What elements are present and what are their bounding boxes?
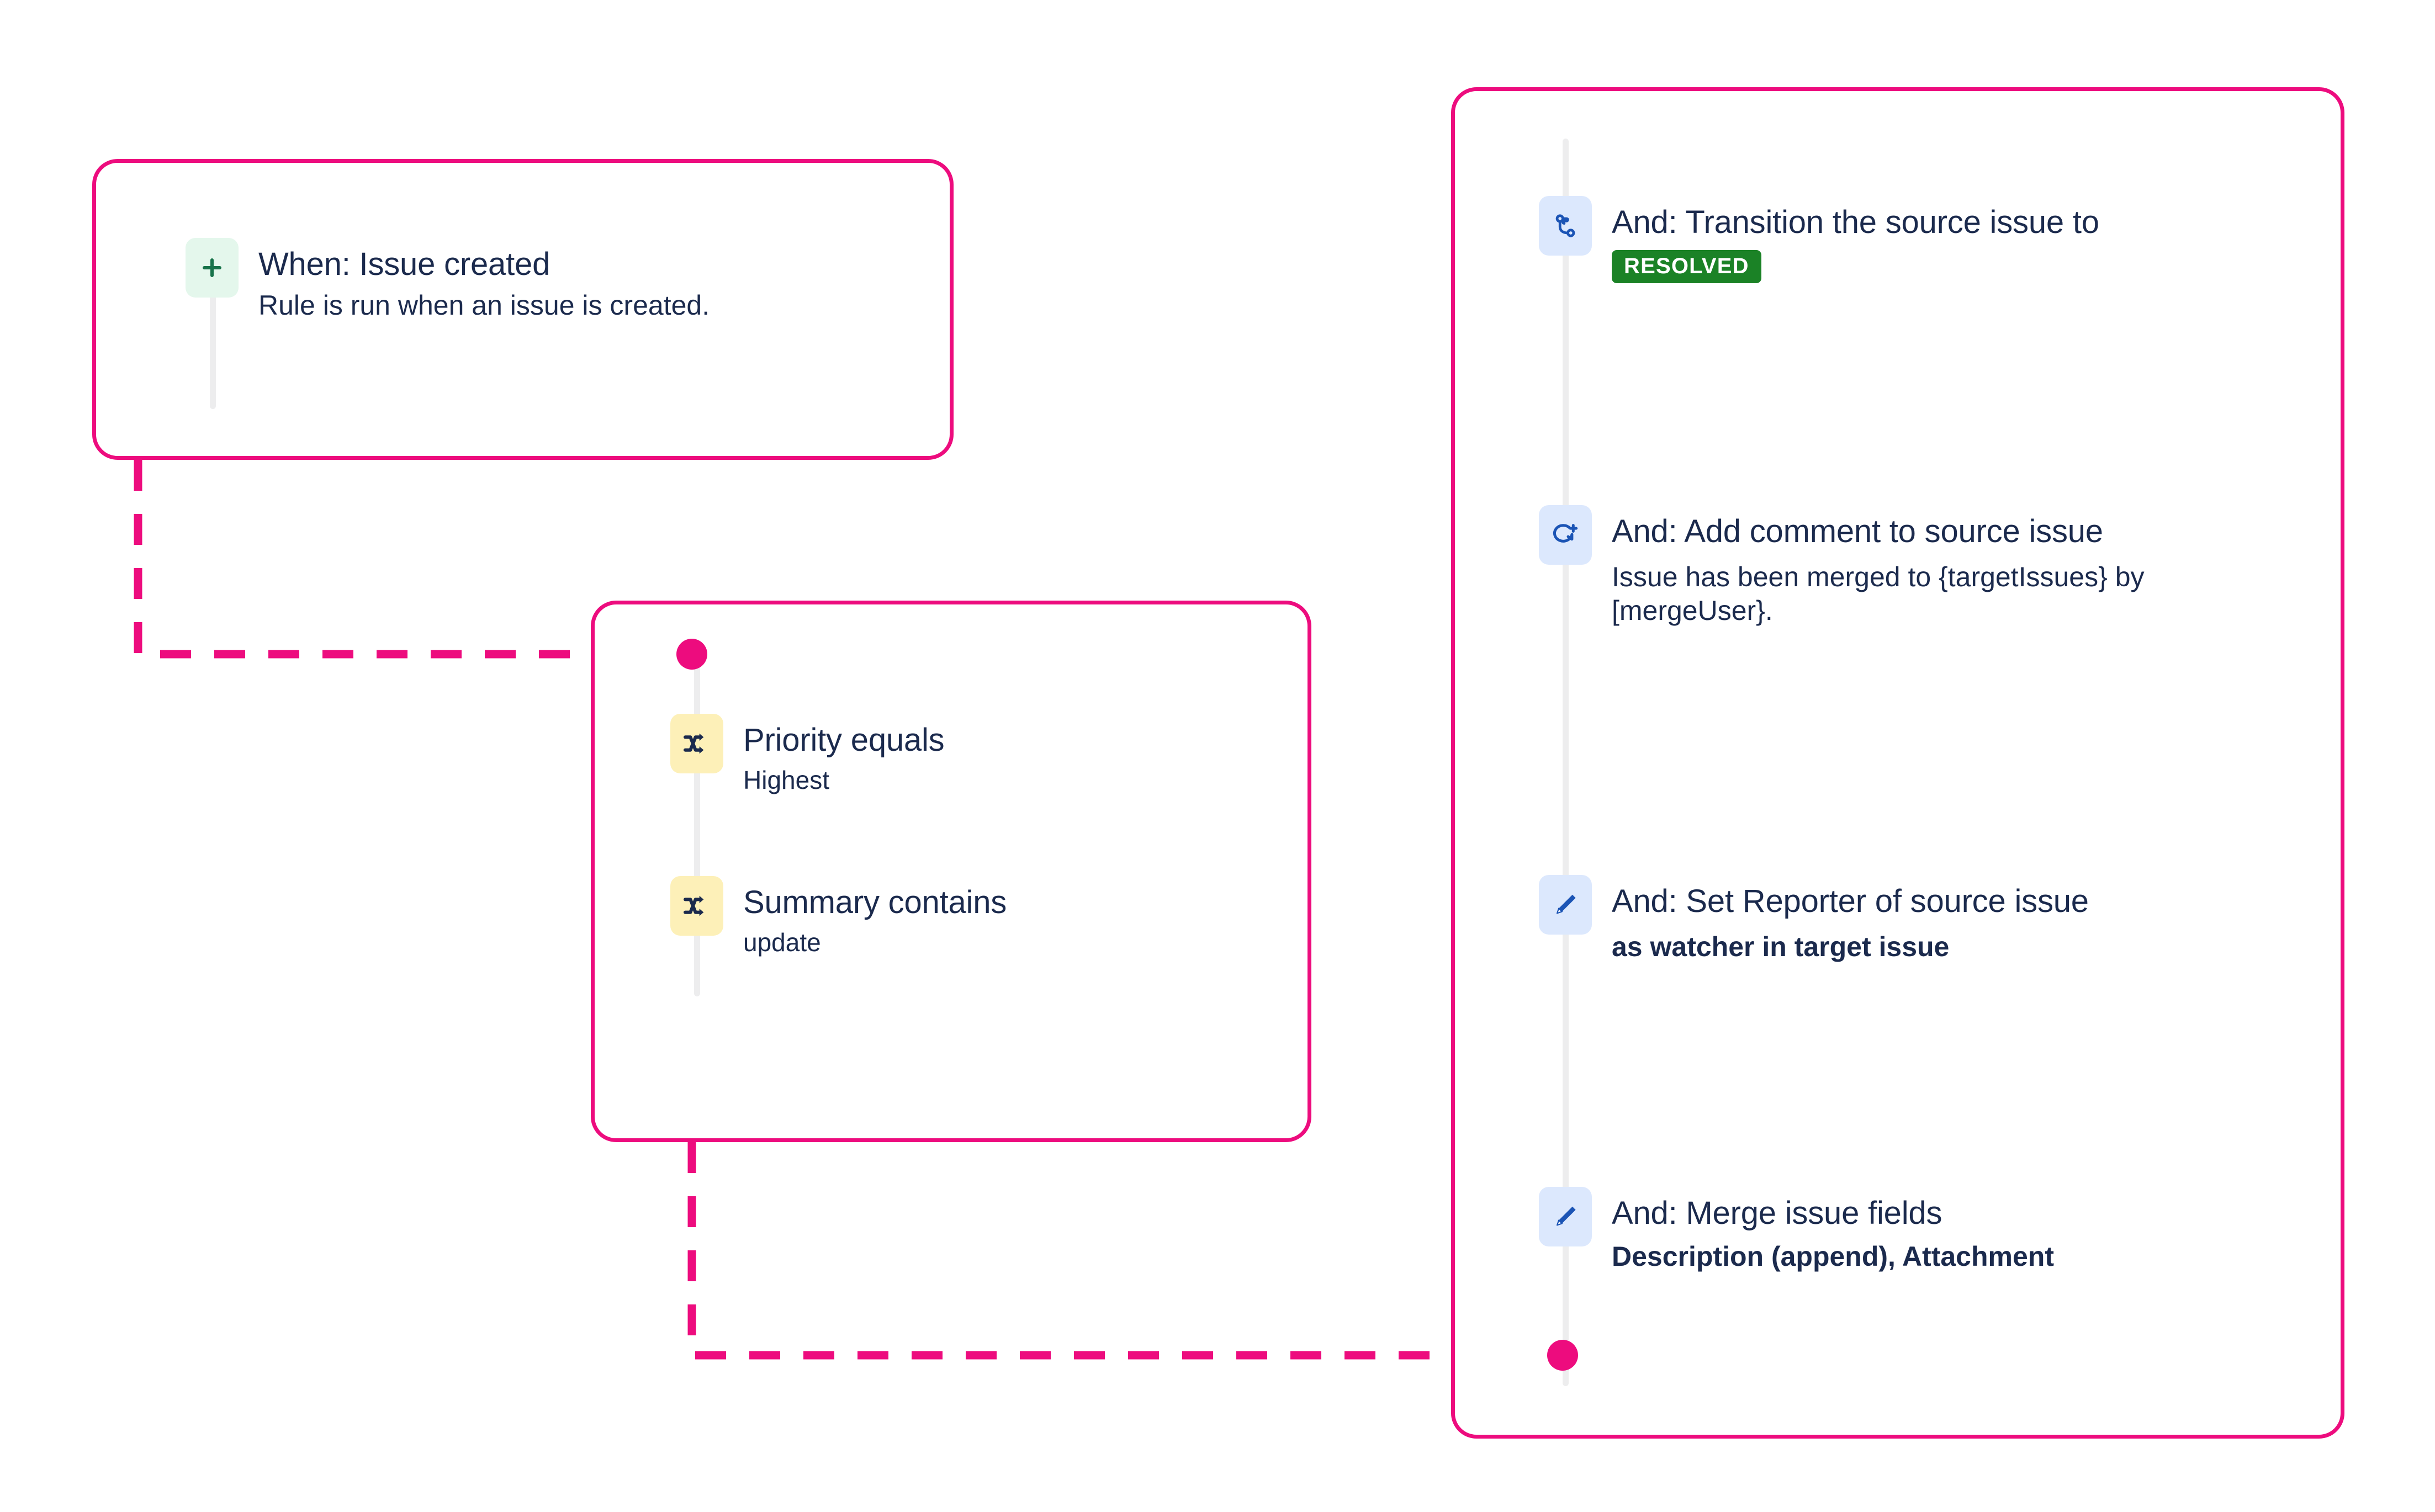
transition-branch-icon — [1539, 196, 1592, 256]
condition-value-1: Highest — [743, 766, 829, 795]
conditions-card[interactable]: Priority equals Highest Summary contains… — [591, 601, 1311, 1142]
action-text-2: And: Add comment to source issue Issue h… — [1612, 505, 2197, 628]
shuffle-icon — [670, 714, 723, 773]
action-title-2: And: Add comment to source issue — [1612, 513, 2103, 549]
status-badge: RESOLVED — [1612, 250, 1761, 284]
conditions-rail — [694, 665, 700, 996]
condition-value-2: update — [743, 928, 821, 957]
action-detail-2: Issue has been merged to {targetIssues} … — [1612, 561, 2145, 627]
action-step-1[interactable]: And: Transition the source issue to RESO… — [1539, 196, 2099, 284]
trigger-step[interactable]: When: Issue created Rule is run when an … — [186, 238, 710, 322]
condition-step-2[interactable]: Summary contains update — [670, 876, 1007, 958]
connector-conditions-to-actions — [687, 1142, 1563, 1360]
action-detail-4: Description (append), Attachment — [1612, 1241, 2054, 1272]
condition-title-1: Priority equals — [743, 722, 945, 758]
action-text-4: And: Merge issue fields Description (app… — [1612, 1187, 2054, 1274]
trigger-card[interactable]: When: Issue created Rule is run when an … — [92, 159, 954, 460]
plus-icon — [186, 238, 239, 298]
action-text-1: And: Transition the source issue to RESO… — [1612, 196, 2099, 284]
action-step-2[interactable]: And: Add comment to source issue Issue h… — [1539, 505, 2197, 628]
trigger-rail — [210, 278, 216, 409]
actions-rail — [1563, 139, 1569, 1386]
action-title-1: And: Transition the source issue to — [1612, 204, 2099, 240]
actions-connector-dot — [1547, 1340, 1578, 1371]
conditions-connector-dot — [676, 639, 707, 670]
action-title-4: And: Merge issue fields — [1612, 1195, 1942, 1231]
condition-step-1[interactable]: Priority equals Highest — [670, 714, 945, 796]
condition-title-2: Summary contains — [743, 884, 1007, 920]
edit-pencil-icon — [1539, 1187, 1592, 1246]
trigger-title: When: Issue created — [258, 246, 550, 282]
actions-card[interactable]: And: Transition the source issue to RESO… — [1451, 87, 2344, 1439]
edit-pencil-icon — [1539, 875, 1592, 935]
action-title-3: And: Set Reporter of source issue — [1612, 883, 2089, 919]
trigger-description: Rule is run when an issue is created. — [258, 290, 710, 321]
trigger-text: When: Issue created Rule is run when an … — [258, 238, 710, 322]
condition-text-2: Summary contains update — [743, 876, 1007, 958]
action-text-3: And: Set Reporter of source issue as wat… — [1612, 875, 2089, 964]
condition-text-1: Priority equals Highest — [743, 714, 945, 796]
action-step-4[interactable]: And: Merge issue fields Description (app… — [1539, 1187, 2054, 1274]
shuffle-icon — [670, 876, 723, 936]
action-step-3[interactable]: And: Set Reporter of source issue as wat… — [1539, 875, 2089, 964]
action-detail-3: as watcher in target issue — [1612, 931, 1950, 963]
add-comment-icon — [1539, 505, 1592, 565]
